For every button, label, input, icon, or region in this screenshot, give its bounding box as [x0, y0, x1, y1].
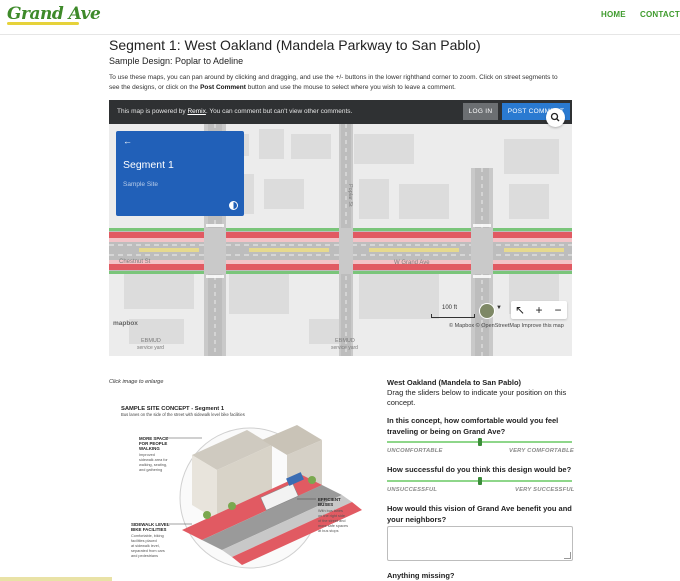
- comfort-slider-thumb[interactable]: [477, 438, 482, 446]
- label-ebmud-2b: service yard: [331, 345, 358, 351]
- search-icon[interactable]: [546, 108, 565, 127]
- page-subtitle: Sample Design: Poplar to Adeline: [109, 56, 244, 66]
- feedback-intro: Drag the sliders below to indicate your …: [387, 388, 567, 407]
- nav-home[interactable]: HOME: [601, 10, 626, 19]
- scale-bar: [431, 314, 475, 318]
- zoom-in-button[interactable]: +: [535, 303, 543, 317]
- site-logo[interactable]: Grand Ave: [7, 4, 101, 24]
- remix-map[interactable]: This map is powered by Remix. You can co…: [109, 100, 572, 356]
- callout-bus-body-2: on the right side: [318, 514, 345, 518]
- callout-bus-title-1: EFFICIENT: [318, 497, 341, 502]
- remix-link[interactable]: Remix: [187, 108, 206, 115]
- scale-label: 100 ft: [442, 305, 458, 311]
- select-pointer-icon[interactable]: ↖: [514, 303, 526, 317]
- label-street-bottom: W Grand Ave: [394, 260, 430, 266]
- callout-space-title-3: WALKING: [139, 446, 160, 451]
- login-button[interactable]: LOG IN: [463, 103, 498, 120]
- callout-bus-title-2: BUSES: [318, 502, 333, 507]
- callout-bus-body-5: at bus stops: [318, 529, 339, 533]
- callout-space-body-4: and gathering: [139, 468, 162, 472]
- label-ebmud-1b: service yard: [137, 345, 164, 351]
- callout-space-body-3: walking, seating,: [139, 463, 167, 467]
- page-title: Segment 1: West Oakland (Mandela Parkway…: [109, 37, 481, 53]
- question-missing: Anything missing?: [387, 571, 455, 580]
- label-ebmud-2: EBMUD: [335, 338, 355, 344]
- map-instructions: To use these maps, you can pan around by…: [109, 73, 569, 92]
- callout-space-body-1: Improved: [139, 453, 155, 457]
- question-success: How successful do you think this design …: [387, 465, 572, 474]
- label-street-mid: Poplar St: [347, 184, 353, 207]
- figure-caption: Click image to enlarge: [109, 379, 164, 385]
- logo-underline: [7, 22, 79, 25]
- figure-title: SAMPLE SITE CONCEPT - Segment 1: [121, 406, 225, 412]
- label-street-top: Chestnut St: [119, 259, 151, 265]
- question-comfort: In this concept, how comfortable would y…: [387, 416, 559, 436]
- map-toolbar: ↖ + −: [511, 301, 567, 319]
- zoom-out-button[interactable]: −: [554, 303, 562, 317]
- callout-bike-body-4: separated from cars: [131, 549, 165, 553]
- feedback-title: West Oakland (Mandela to San Pablo): [387, 378, 522, 387]
- callout-bike-body-2: facilities placed: [131, 539, 157, 543]
- success-slider[interactable]: [387, 477, 572, 485]
- satellite-layer-icon[interactable]: [479, 303, 495, 319]
- success-min-label: UNSUCCESSFUL: [387, 487, 438, 493]
- mapbox-logo[interactable]: mapbox: [113, 320, 138, 327]
- map-banner-text: This map is powered by Remix. You can co…: [117, 108, 353, 115]
- site-header: Grand Ave HOME CONTACT: [0, 0, 680, 35]
- map-attribution[interactable]: © Mapbox © OpenStreetMap Improve this ma…: [449, 323, 564, 329]
- callout-bike-body-5: and pedestrians: [131, 554, 158, 558]
- success-slider-thumb[interactable]: [477, 477, 482, 485]
- map-banner: This map is powered by Remix. You can co…: [109, 100, 572, 124]
- instructions-bold: Post Comment: [200, 83, 246, 91]
- callout-bike-title-2: BIKE FACILITIES: [131, 527, 166, 532]
- resize-grip[interactable]: [564, 552, 571, 559]
- figure-subtitle: Bus lanes on the side of the street with…: [121, 412, 245, 417]
- instructions-text-1: To use these maps, you can pan around by…: [109, 74, 558, 91]
- concept-figure[interactable]: SAMPLE SITE CONCEPT - Segment 1 Bus lane…: [112, 400, 380, 576]
- contrast-icon[interactable]: [229, 201, 238, 210]
- callout-bike-title-1: SIDEWALK LEVEL: [131, 522, 170, 527]
- segment-card-subtitle: Sample Site: [123, 181, 159, 188]
- label-ebmud-1: EBMUD: [141, 338, 161, 344]
- comfort-slider[interactable]: [387, 438, 572, 446]
- callout-space-title-2: FOR PEOPLE: [139, 441, 167, 446]
- callout-bus-body-3: of the street and: [318, 519, 345, 523]
- benefit-textarea[interactable]: [387, 526, 573, 561]
- callout-bike-body-3: at sidewalk level,: [131, 544, 160, 548]
- nav-contact[interactable]: CONTACT: [640, 10, 680, 19]
- comfort-max-label: VERY COMFORTABLE: [509, 448, 574, 454]
- callout-bike-body-1: Comfortable, biking: [131, 534, 164, 538]
- segment-card[interactable]: ← Segment 1 Sample Site: [116, 131, 244, 216]
- instructions-text-2: button and use the mouse to select where…: [245, 83, 456, 91]
- callout-bus-body-1: With bus lanes: [318, 509, 343, 513]
- callout-space-body-2: sidewalk area for: [139, 458, 168, 462]
- question-benefit: How would this vision of Grand Ave benef…: [387, 504, 572, 524]
- arrow-left-icon[interactable]: ←: [123, 136, 132, 146]
- map-canvas[interactable]: W Grand Ave Chestnut St EBMUD service ya…: [109, 124, 572, 356]
- chevron-down-icon[interactable]: ▼: [496, 305, 502, 311]
- segment-card-title: Segment 1: [123, 159, 174, 171]
- comfort-min-label: UNCOMFORTABLE: [387, 448, 443, 454]
- callout-space-title-1: MORE SPACE: [139, 436, 168, 441]
- success-max-label: VERY SUCCESSFUL: [515, 487, 575, 493]
- callout-bus-body-4: more safe spaces: [318, 524, 348, 528]
- bottom-strip: [0, 577, 112, 581]
